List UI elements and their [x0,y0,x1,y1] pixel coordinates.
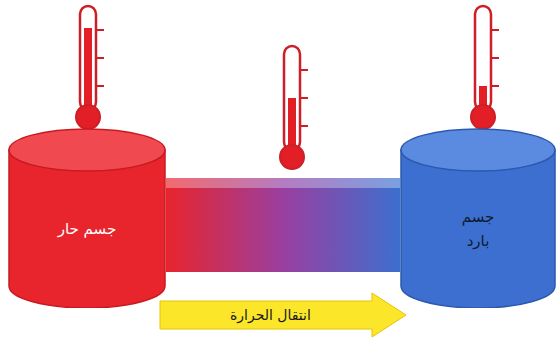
body-label: جسم حار [57,217,117,241]
arrow-caption: انتقال الحرارة [230,307,311,323]
thermometer [280,46,308,169]
cylinder-outline [8,128,166,308]
heat-bar [166,178,400,272]
heat-arrow [160,293,406,337]
cold-body-cylinder: جسم بارد [400,128,556,308]
thermometer [471,6,499,129]
body-label: جسم بارد [448,205,508,253]
hot-body-cylinder: جسم حار [8,128,166,308]
thermometer [76,6,104,129]
